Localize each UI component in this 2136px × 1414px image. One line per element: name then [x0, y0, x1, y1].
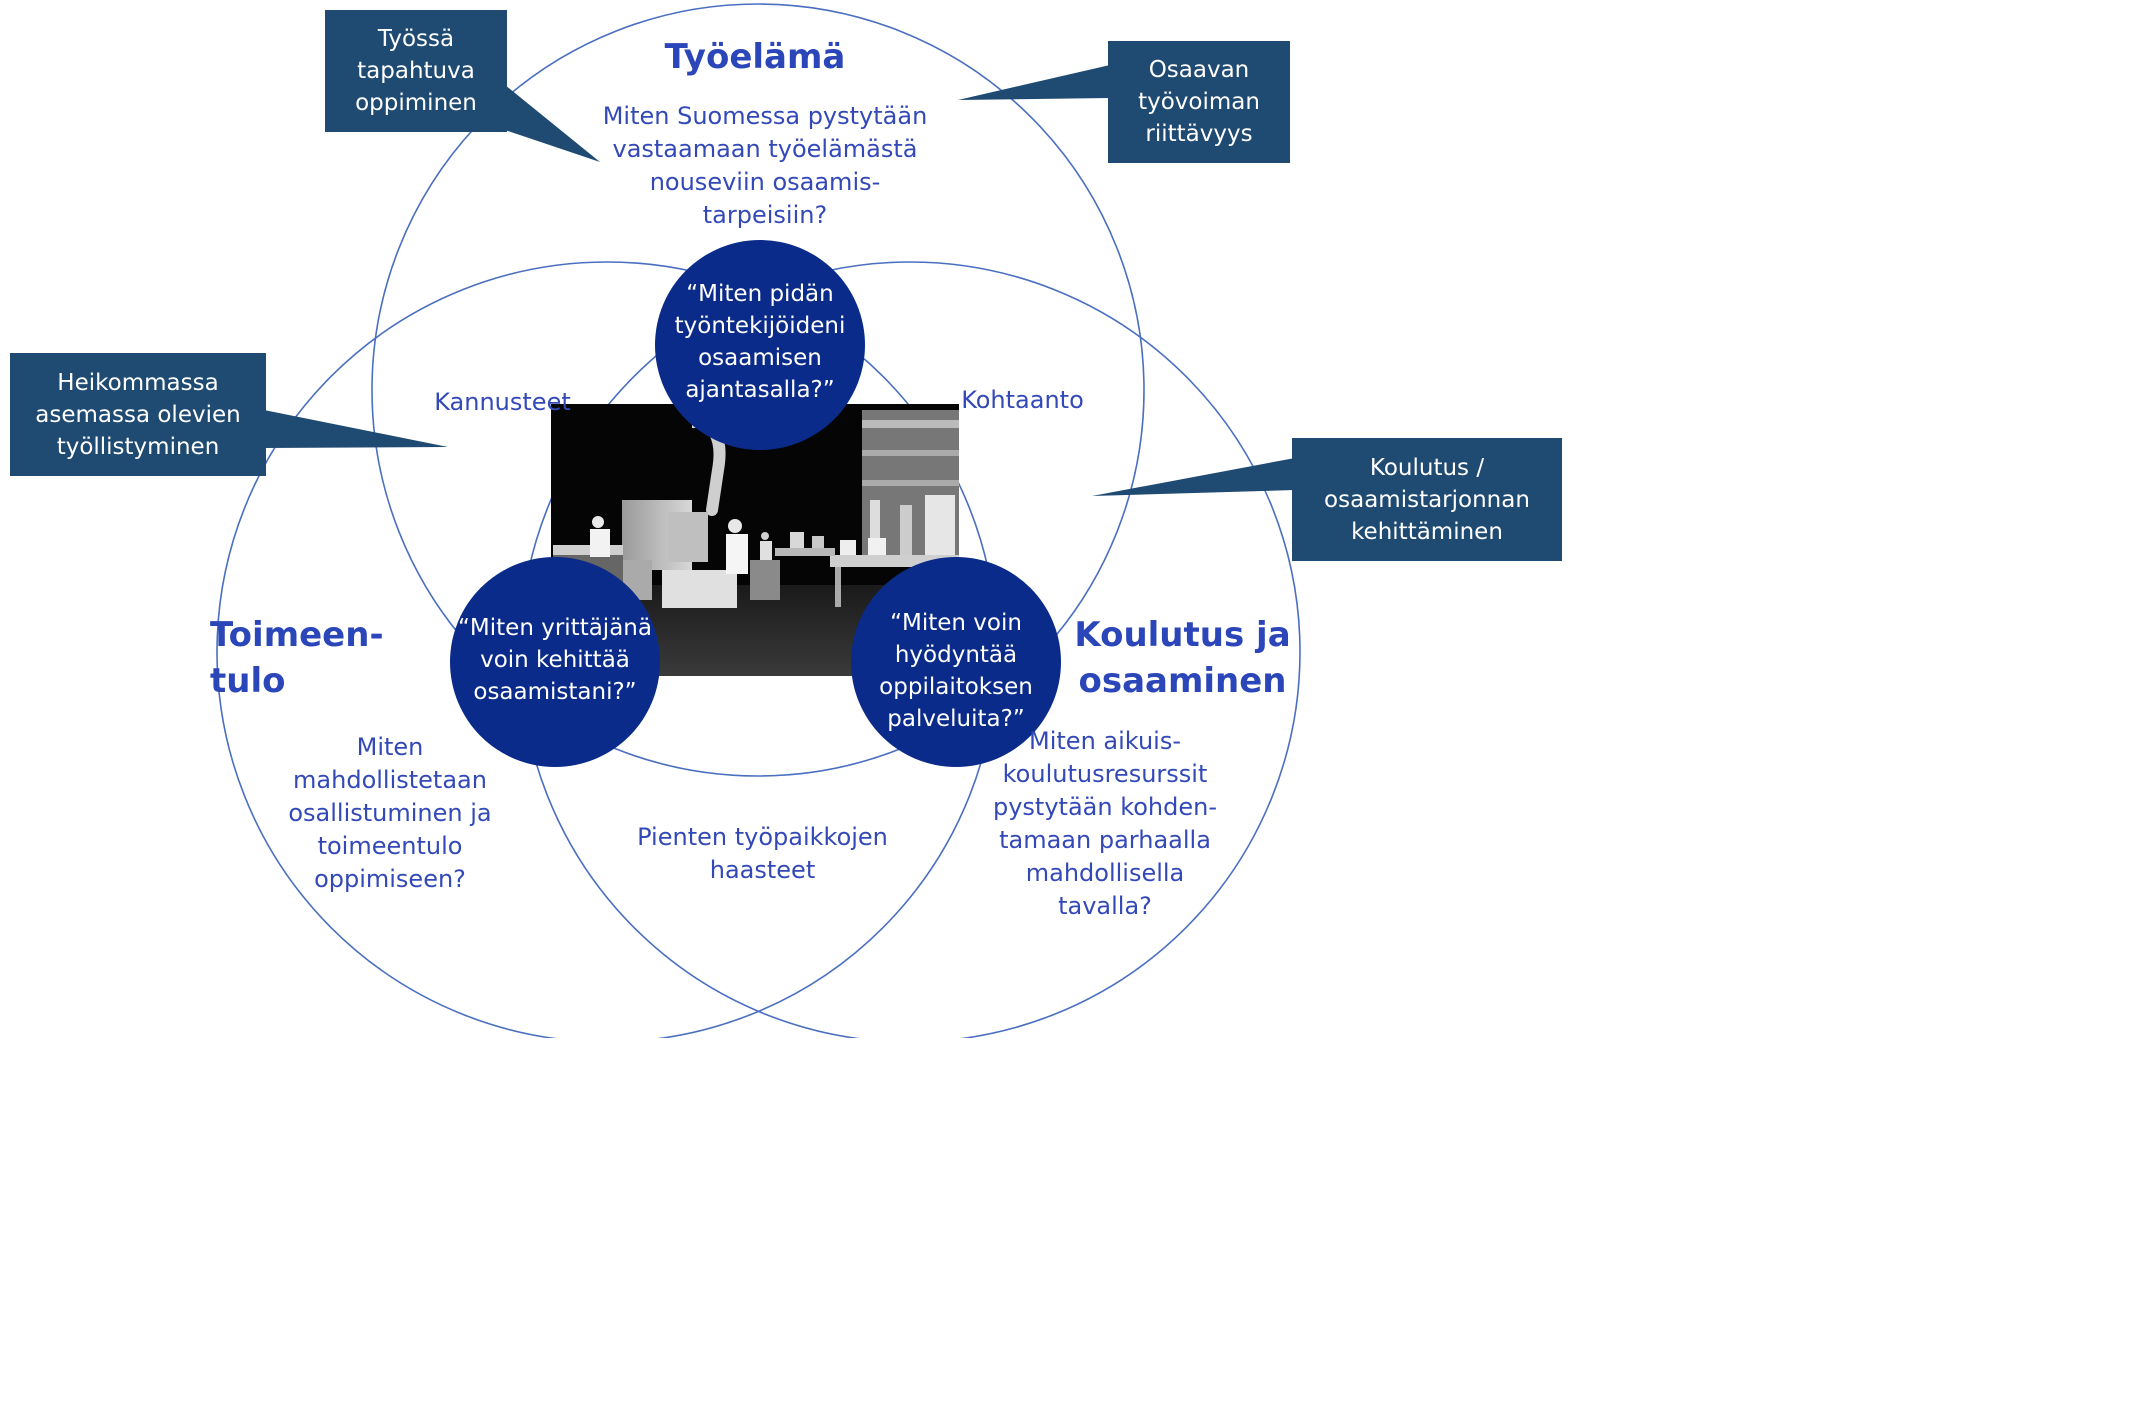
title-toimeentulo: Toimeen- tulo	[210, 615, 384, 701]
overlap-kannusteet: Kannusteet	[434, 388, 571, 416]
callout-box-skilled-workforce	[1108, 41, 1290, 163]
question-tyoelama: Miten Suomessa pystytään vastaamaan työe…	[602, 102, 928, 229]
bubble-employer	[655, 240, 865, 450]
question-toimeentulo: Miten mahdollistetaan osallistuminen ja …	[288, 733, 492, 893]
question-koulutus: Miten aikuis- koulutusresurssit pystytää…	[992, 727, 1218, 920]
title-tyoelama: Työelämä	[664, 37, 846, 77]
callout-disadvantaged: Heikommassa asemassa olevien työllistymi…	[35, 369, 241, 460]
bubble-institution	[851, 557, 1061, 767]
bubble-employer-text: “Miten pidän työntekijöideni osaamisen a…	[674, 281, 846, 403]
callout-skilled-workforce: Osaavan työvoiman riittävyys	[1138, 57, 1260, 147]
callout-pointer-skilled-workforce	[958, 65, 1110, 100]
callout-education-supply: Koulutus / osaamistarjonnan kehittäminen	[1324, 454, 1530, 545]
callout-workplace-learning: Työssä tapahtuva oppiminen	[355, 26, 477, 116]
overlap-pienten-tyopaikkojen-haasteet: Pienten työpaikkojen haasteet	[637, 823, 888, 884]
bubble-institution-text: “Miten voin hyödyntää oppilaitoksen palv…	[879, 609, 1033, 732]
callout-pointer-workplace-learning	[505, 85, 600, 162]
callout-box-workplace-learning	[325, 10, 507, 132]
callout-box-education-supply	[1292, 438, 1562, 561]
bubble-entrepreneur-text: “Miten yrittäjänä voin kehittää osaamist…	[458, 615, 652, 705]
bubble-entrepreneur	[450, 557, 660, 767]
diagram-canvas	[10, 3, 1562, 1038]
overlap-kohtaanto: Kohtaanto	[961, 386, 1084, 414]
title-koulutus: Koulutus ja osaaminen	[1074, 615, 1291, 701]
callout-pointer-disadvantaged	[264, 410, 448, 448]
callout-box-disadvantaged	[10, 353, 266, 476]
callout-pointer-education-supply	[1092, 458, 1295, 496]
circle-tyoelama	[371, 3, 1145, 777]
